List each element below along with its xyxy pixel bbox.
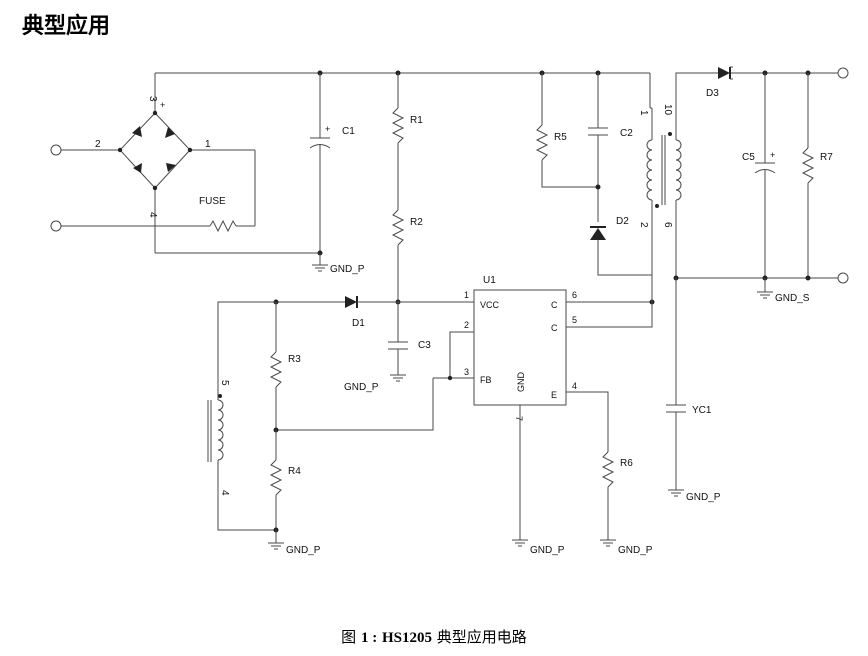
figure-caption: 图 1 : HS1205 典型应用电路: [0, 626, 868, 647]
gnd-pin-label: GND: [516, 372, 526, 393]
u1-label: U1: [483, 275, 496, 286]
c1-label: C1: [342, 126, 355, 137]
plus-sign: +: [770, 150, 775, 160]
resistor-r6: R6: [601, 451, 633, 540]
e-pin-label: E: [551, 390, 557, 400]
d2-label: D2: [616, 216, 629, 227]
diode-d3: D3: [706, 66, 733, 99]
ground-symbol: GND_P: [312, 253, 365, 275]
diode-d2: D2: [590, 216, 652, 276]
caption-suffix: 典型应用电路: [436, 628, 527, 646]
c3-label: C3: [418, 340, 431, 351]
ground-symbol: GND_P: [600, 539, 653, 556]
r2-label: R2: [410, 217, 423, 228]
pin-number: 2: [464, 320, 469, 330]
r5-label: R5: [554, 132, 567, 143]
bridge-pin-label: 1: [205, 139, 211, 150]
resistor-r7: R7: [801, 70, 833, 278]
ic-u1: U1 VCC FB C C E GND 1 2 3 6 5 4 7: [464, 275, 577, 421]
plus-sign: +: [160, 100, 165, 110]
pin-number: 7: [514, 416, 524, 421]
c2-label: C2: [620, 128, 633, 139]
capacitor-c5: + C5: [742, 70, 776, 278]
bridge-pin-label: 4: [147, 212, 158, 218]
r4-label: R4: [288, 466, 301, 477]
transformer-pin-label: 10: [662, 104, 673, 116]
bridge-rectifier: 3 2 1 4 +: [95, 73, 255, 253]
gnd-label: GND_P: [686, 492, 721, 503]
ground-symbol: GND_P: [668, 489, 721, 503]
r3-label: R3: [288, 354, 301, 365]
ac-input-terminal: [50, 144, 62, 156]
capacitor-c2: C2: [588, 70, 633, 222]
gnd-label: GND_P: [330, 264, 365, 275]
r6-label: R6: [620, 458, 633, 469]
aux-pin-label: 5: [219, 380, 230, 386]
circuit-schematic: 3 2 1 4 + FUSE + C1 GND_P R1: [50, 66, 849, 556]
vcc-pin-label: VCC: [480, 300, 500, 310]
resistor-r3: R3: [269, 302, 301, 430]
ground-symbol: GND_P: [344, 374, 406, 393]
bridge-pin-label: 2: [95, 139, 101, 150]
d1-label: D1: [352, 318, 365, 329]
fuse: FUSE: [199, 150, 256, 233]
caption-number: 1 :: [360, 630, 378, 646]
fuse-label: FUSE: [199, 196, 226, 207]
c-pin-label: C: [551, 323, 558, 333]
gnd-label: GND_P: [344, 382, 379, 393]
ground-symbol: GND_P: [268, 530, 321, 556]
pin-number: 5: [572, 315, 577, 325]
c-pin-label: C: [551, 300, 558, 310]
plus-sign: +: [325, 124, 330, 134]
resistor-r1: R1: [391, 70, 423, 210]
pin-number: 1: [464, 290, 469, 300]
gnd-label: GND_P: [618, 545, 653, 556]
capacitor-c3: C3: [388, 302, 431, 375]
caption-prefix: 图: [341, 628, 357, 646]
fb-pin-label: FB: [480, 375, 492, 385]
output-terminal: [837, 67, 849, 79]
caption-model: HS1205: [382, 630, 433, 646]
pin-number: 4: [572, 381, 577, 391]
resistor-r4: R4: [269, 430, 301, 530]
d3-label: D3: [706, 88, 719, 99]
resistor-r5: R5: [535, 70, 598, 188]
capacitor-c1: + C1: [309, 70, 355, 253]
auxiliary-winding: 5 4: [207, 301, 276, 531]
capacitor-yc1: YC1: [666, 275, 712, 490]
ground-symbol: GND_P: [512, 539, 565, 556]
r1-label: R1: [410, 115, 423, 126]
transformer-pin-label: 6: [662, 222, 673, 228]
section-heading: 典型应用: [22, 14, 111, 39]
pin-number: 6: [572, 290, 577, 300]
gnd-label: GND_S: [775, 293, 810, 304]
transformer: 1 2 10 6: [638, 72, 838, 327]
resistor-r2: R2: [391, 209, 423, 302]
ac-input-terminal: [50, 220, 62, 232]
gnd-label: GND_P: [286, 545, 321, 556]
pin-number: 3: [464, 367, 469, 377]
r7-label: R7: [820, 152, 833, 163]
yc1-label: YC1: [692, 405, 712, 416]
bridge-pin-label: 3: [147, 96, 158, 102]
c5-label: C5: [742, 152, 755, 163]
transformer-pin-label: 1: [638, 110, 649, 116]
gnd-label: GND_P: [530, 545, 565, 556]
ground-symbol: GND_S: [757, 278, 810, 304]
diode-d1: D1: [218, 296, 474, 329]
transformer-pin-label: 2: [638, 222, 649, 228]
output-terminal: [837, 272, 849, 284]
aux-pin-label: 4: [219, 490, 230, 496]
